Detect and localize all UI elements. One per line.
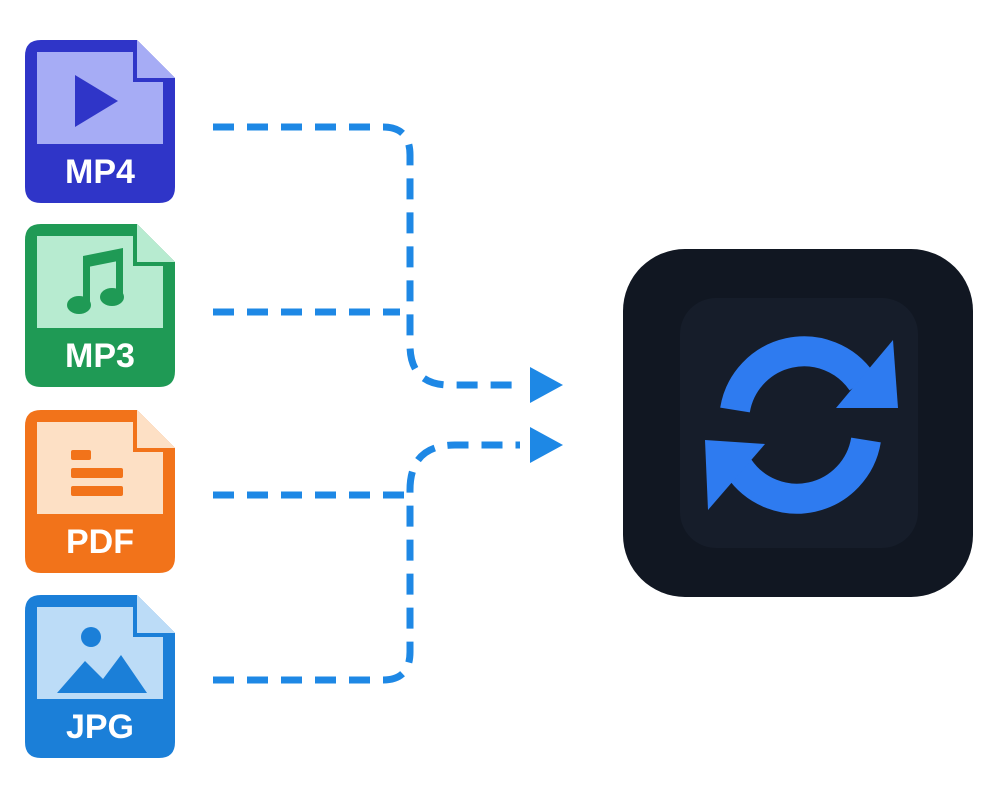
connectors (213, 123, 563, 684)
sync-arrows-icon (705, 336, 898, 514)
file-label-mp3: MP3 (65, 337, 135, 375)
connector-jpg (213, 441, 520, 684)
file-label-jpg: JPG (66, 708, 134, 746)
document-lines-icon (71, 450, 123, 496)
file-icon-mp4: MP4 (25, 40, 175, 203)
image-icon (57, 627, 147, 693)
converter-app-icon (623, 249, 973, 597)
arrowhead-lower (530, 427, 563, 463)
file-icon-pdf: PDF (25, 410, 175, 573)
file-icon-jpg: JPG (25, 595, 175, 758)
file-label-mp4: MP4 (65, 153, 135, 191)
play-icon (75, 75, 118, 127)
file-label-pdf: PDF (66, 523, 134, 561)
music-note-icon (67, 248, 124, 314)
arrowhead-upper (530, 367, 563, 403)
connector-mp4 (213, 123, 520, 389)
file-icon-mp3: MP3 (25, 224, 175, 387)
